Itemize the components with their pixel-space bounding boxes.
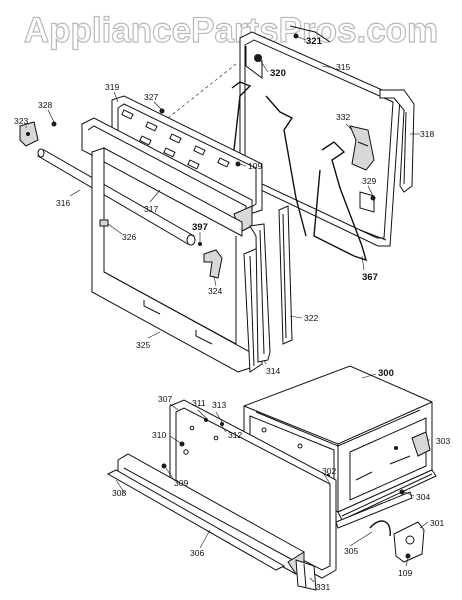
screw-part-397: [198, 242, 202, 246]
label-320: 320: [270, 68, 286, 79]
handle-clip: [99, 219, 109, 227]
label-313: 313: [212, 400, 226, 410]
drawer-slide-rail: [337, 431, 437, 521]
label-331: 331: [316, 582, 330, 592]
label-329: 329: [362, 176, 376, 186]
label-307: 307: [158, 394, 172, 404]
label-332: 332: [336, 112, 350, 122]
label-326: 326: [122, 232, 136, 242]
lower-slide-rail: [335, 491, 413, 529]
label-323: 323: [14, 116, 28, 126]
label-312: 312: [228, 430, 242, 440]
small-bracket: [203, 249, 223, 279]
label-304: 304: [416, 492, 430, 502]
screw-part-304: [399, 489, 405, 495]
label-302: 302: [322, 466, 336, 476]
label-305: 305: [344, 546, 358, 556]
label-327: 327: [144, 92, 158, 102]
label-321: 321: [306, 36, 323, 47]
screw-part-309: [161, 463, 167, 469]
drawer-side-trim: [295, 559, 317, 591]
drawer-stop-bracket: [393, 521, 425, 563]
label-315: 315: [336, 62, 350, 72]
watermark-text: AppliancePartsPros.com: [24, 11, 438, 50]
hinge-bracket: [349, 125, 375, 171]
screw-part-109-lower: [405, 553, 411, 559]
label-308: 308: [112, 488, 126, 498]
vent-trim-bracket: [111, 95, 263, 215]
door-trim-strip: [379, 89, 415, 193]
label-109-upper: 109: [248, 161, 262, 171]
label-300: 300: [378, 368, 394, 379]
label-311: 311: [192, 398, 206, 408]
door-handle-rod: [37, 148, 196, 246]
screw-part-329: [370, 195, 376, 201]
label-319: 319: [105, 82, 119, 92]
drawer-spring-clip: [369, 520, 391, 537]
screw-part-327: [159, 108, 165, 114]
label-324: 324: [208, 286, 222, 296]
drawer-handle: [106, 469, 286, 571]
door-outer-panel: [239, 25, 401, 247]
leader-lines: [25, 35, 430, 583]
label-325: 325: [136, 340, 150, 350]
label-322: 322: [304, 313, 318, 323]
screw-part-328: [51, 121, 57, 127]
label-301: 301: [430, 518, 444, 528]
label-314: 314: [266, 366, 280, 376]
screw-part-311: [204, 418, 208, 422]
door-glass-panel: [249, 223, 271, 363]
label-397: 397: [192, 222, 208, 233]
label-303: 303: [436, 436, 450, 446]
label-309: 309: [174, 478, 188, 488]
door-handle-channel: [81, 117, 253, 233]
hinge-arm: [278, 205, 293, 345]
label-306: 306: [190, 548, 204, 558]
label-109-lower: 109: [398, 568, 412, 578]
handle-end-cap: [19, 121, 39, 147]
screw-part-313: [220, 422, 224, 426]
label-367: 367: [362, 272, 378, 283]
screw-part-109-upper: [235, 161, 241, 167]
label-328: 328: [38, 100, 52, 110]
label-318: 318: [420, 129, 434, 139]
part-labels: 321 320 315 318 319 327 328 323 332 109 …: [14, 36, 450, 592]
label-310: 310: [152, 430, 166, 440]
label-317: 317: [144, 204, 158, 214]
label-316: 316: [56, 198, 70, 208]
